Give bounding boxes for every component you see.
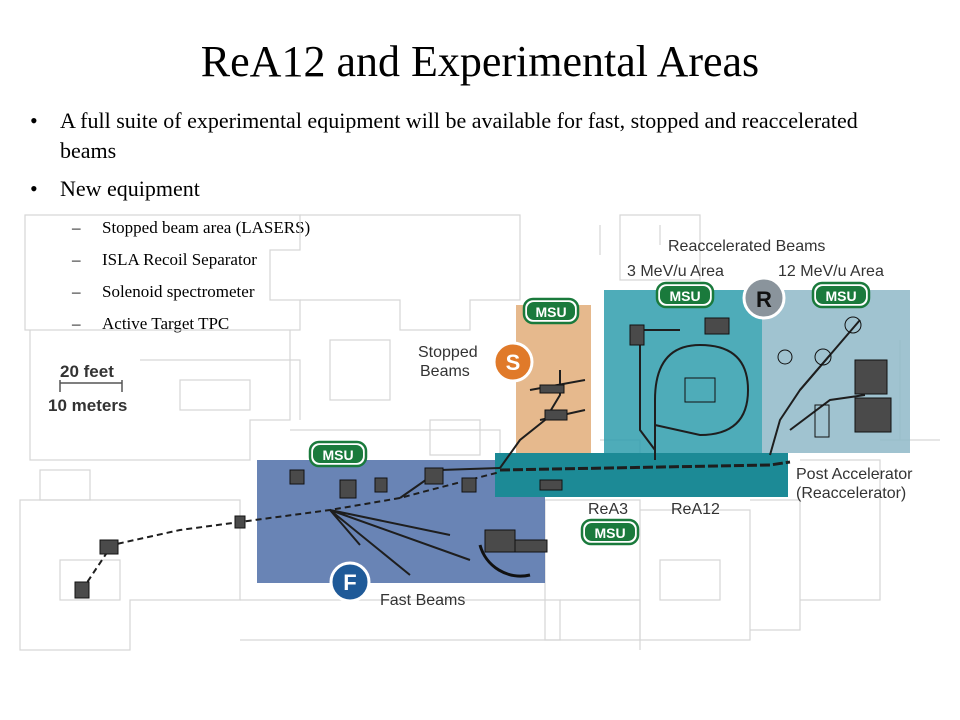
- msu-badge: MSU: [522, 297, 580, 325]
- bullet-item: • New equipment: [28, 174, 868, 204]
- bullet-glyph: •: [30, 108, 38, 133]
- sub-bullet-item: – Stopped beam area (LASERS): [28, 212, 868, 244]
- bullet-list: • A full suite of experimental equipment…: [28, 106, 868, 340]
- bullet-item: • A full suite of experimental equipment…: [28, 106, 868, 166]
- equipment-blocks: [74, 316, 892, 599]
- bullet-glyph: •: [30, 176, 38, 201]
- fast-beams-label: Fast Beams: [380, 592, 465, 609]
- dash-glyph: –: [72, 282, 81, 301]
- msu-badge: MSU: [308, 440, 368, 468]
- slide-title: ReA12 and Experimental Areas: [200, 37, 760, 86]
- reaccelerated-beams-label: Reaccelerated Beams: [668, 238, 825, 255]
- stopped-area-badge: S: [492, 341, 534, 383]
- svg-text:MSU: MSU: [669, 288, 700, 304]
- bullet-text: A full suite of experimental equipment w…: [60, 108, 858, 163]
- msu-badge: MSU: [811, 281, 871, 309]
- scale-meters-label: 10 meters: [48, 396, 127, 415]
- area-3mev-label: 3 MeV/u Area: [627, 263, 724, 280]
- post-accelerator-label-line1: Post Accelerator: [796, 466, 913, 483]
- fast-arc-detector: [478, 544, 531, 578]
- scale-bar: 20 feet 10 meters: [48, 362, 127, 415]
- svg-text:F: F: [343, 570, 356, 595]
- post-accelerator-area: [495, 453, 788, 497]
- dash-glyph: –: [72, 314, 81, 333]
- rea3-label: ReA3: [588, 501, 628, 518]
- dash-glyph: –: [72, 218, 81, 237]
- stopped-beams-label-line2: Beams: [420, 363, 470, 380]
- dash-glyph: –: [72, 250, 81, 269]
- bullet-text: New equipment: [60, 176, 200, 201]
- area-12mev-label: 12 MeV/u Area: [778, 263, 884, 280]
- svg-text:MSU: MSU: [825, 288, 856, 304]
- rea12-label: ReA12: [671, 501, 720, 518]
- sub-bullet-text: Solenoid spectrometer: [102, 282, 255, 301]
- svg-text:S: S: [506, 350, 521, 375]
- svg-text:MSU: MSU: [594, 525, 625, 541]
- reaccelerated-area-badge: R: [742, 276, 786, 320]
- scale-feet-label: 20 feet: [60, 362, 114, 381]
- stopped-beams-label-line1: Stopped: [418, 344, 478, 361]
- svg-text:MSU: MSU: [322, 447, 353, 463]
- sub-bullet-text: ISLA Recoil Separator: [102, 250, 257, 269]
- msu-badge: MSU: [580, 518, 640, 546]
- sub-bullet-item: – ISLA Recoil Separator: [28, 244, 868, 276]
- svg-text:R: R: [756, 287, 772, 312]
- msu-badge: MSU: [655, 281, 715, 309]
- post-accelerator-label-line2: (Reaccelerator): [796, 485, 906, 502]
- rea-3mev-area: [604, 290, 762, 453]
- sub-bullet-text: Active Target TPC: [102, 314, 230, 333]
- sub-bullet-item: – Active Target TPC: [28, 308, 868, 340]
- sub-bullet-text: Stopped beam area (LASERS): [102, 218, 311, 237]
- svg-text:MSU: MSU: [535, 304, 566, 320]
- fast-area-badge: F: [329, 561, 371, 603]
- floor-plan-outline: [19, 214, 940, 651]
- stopped-beam-area: [516, 305, 591, 453]
- sub-bullet-item: – Solenoid spectrometer: [28, 276, 868, 308]
